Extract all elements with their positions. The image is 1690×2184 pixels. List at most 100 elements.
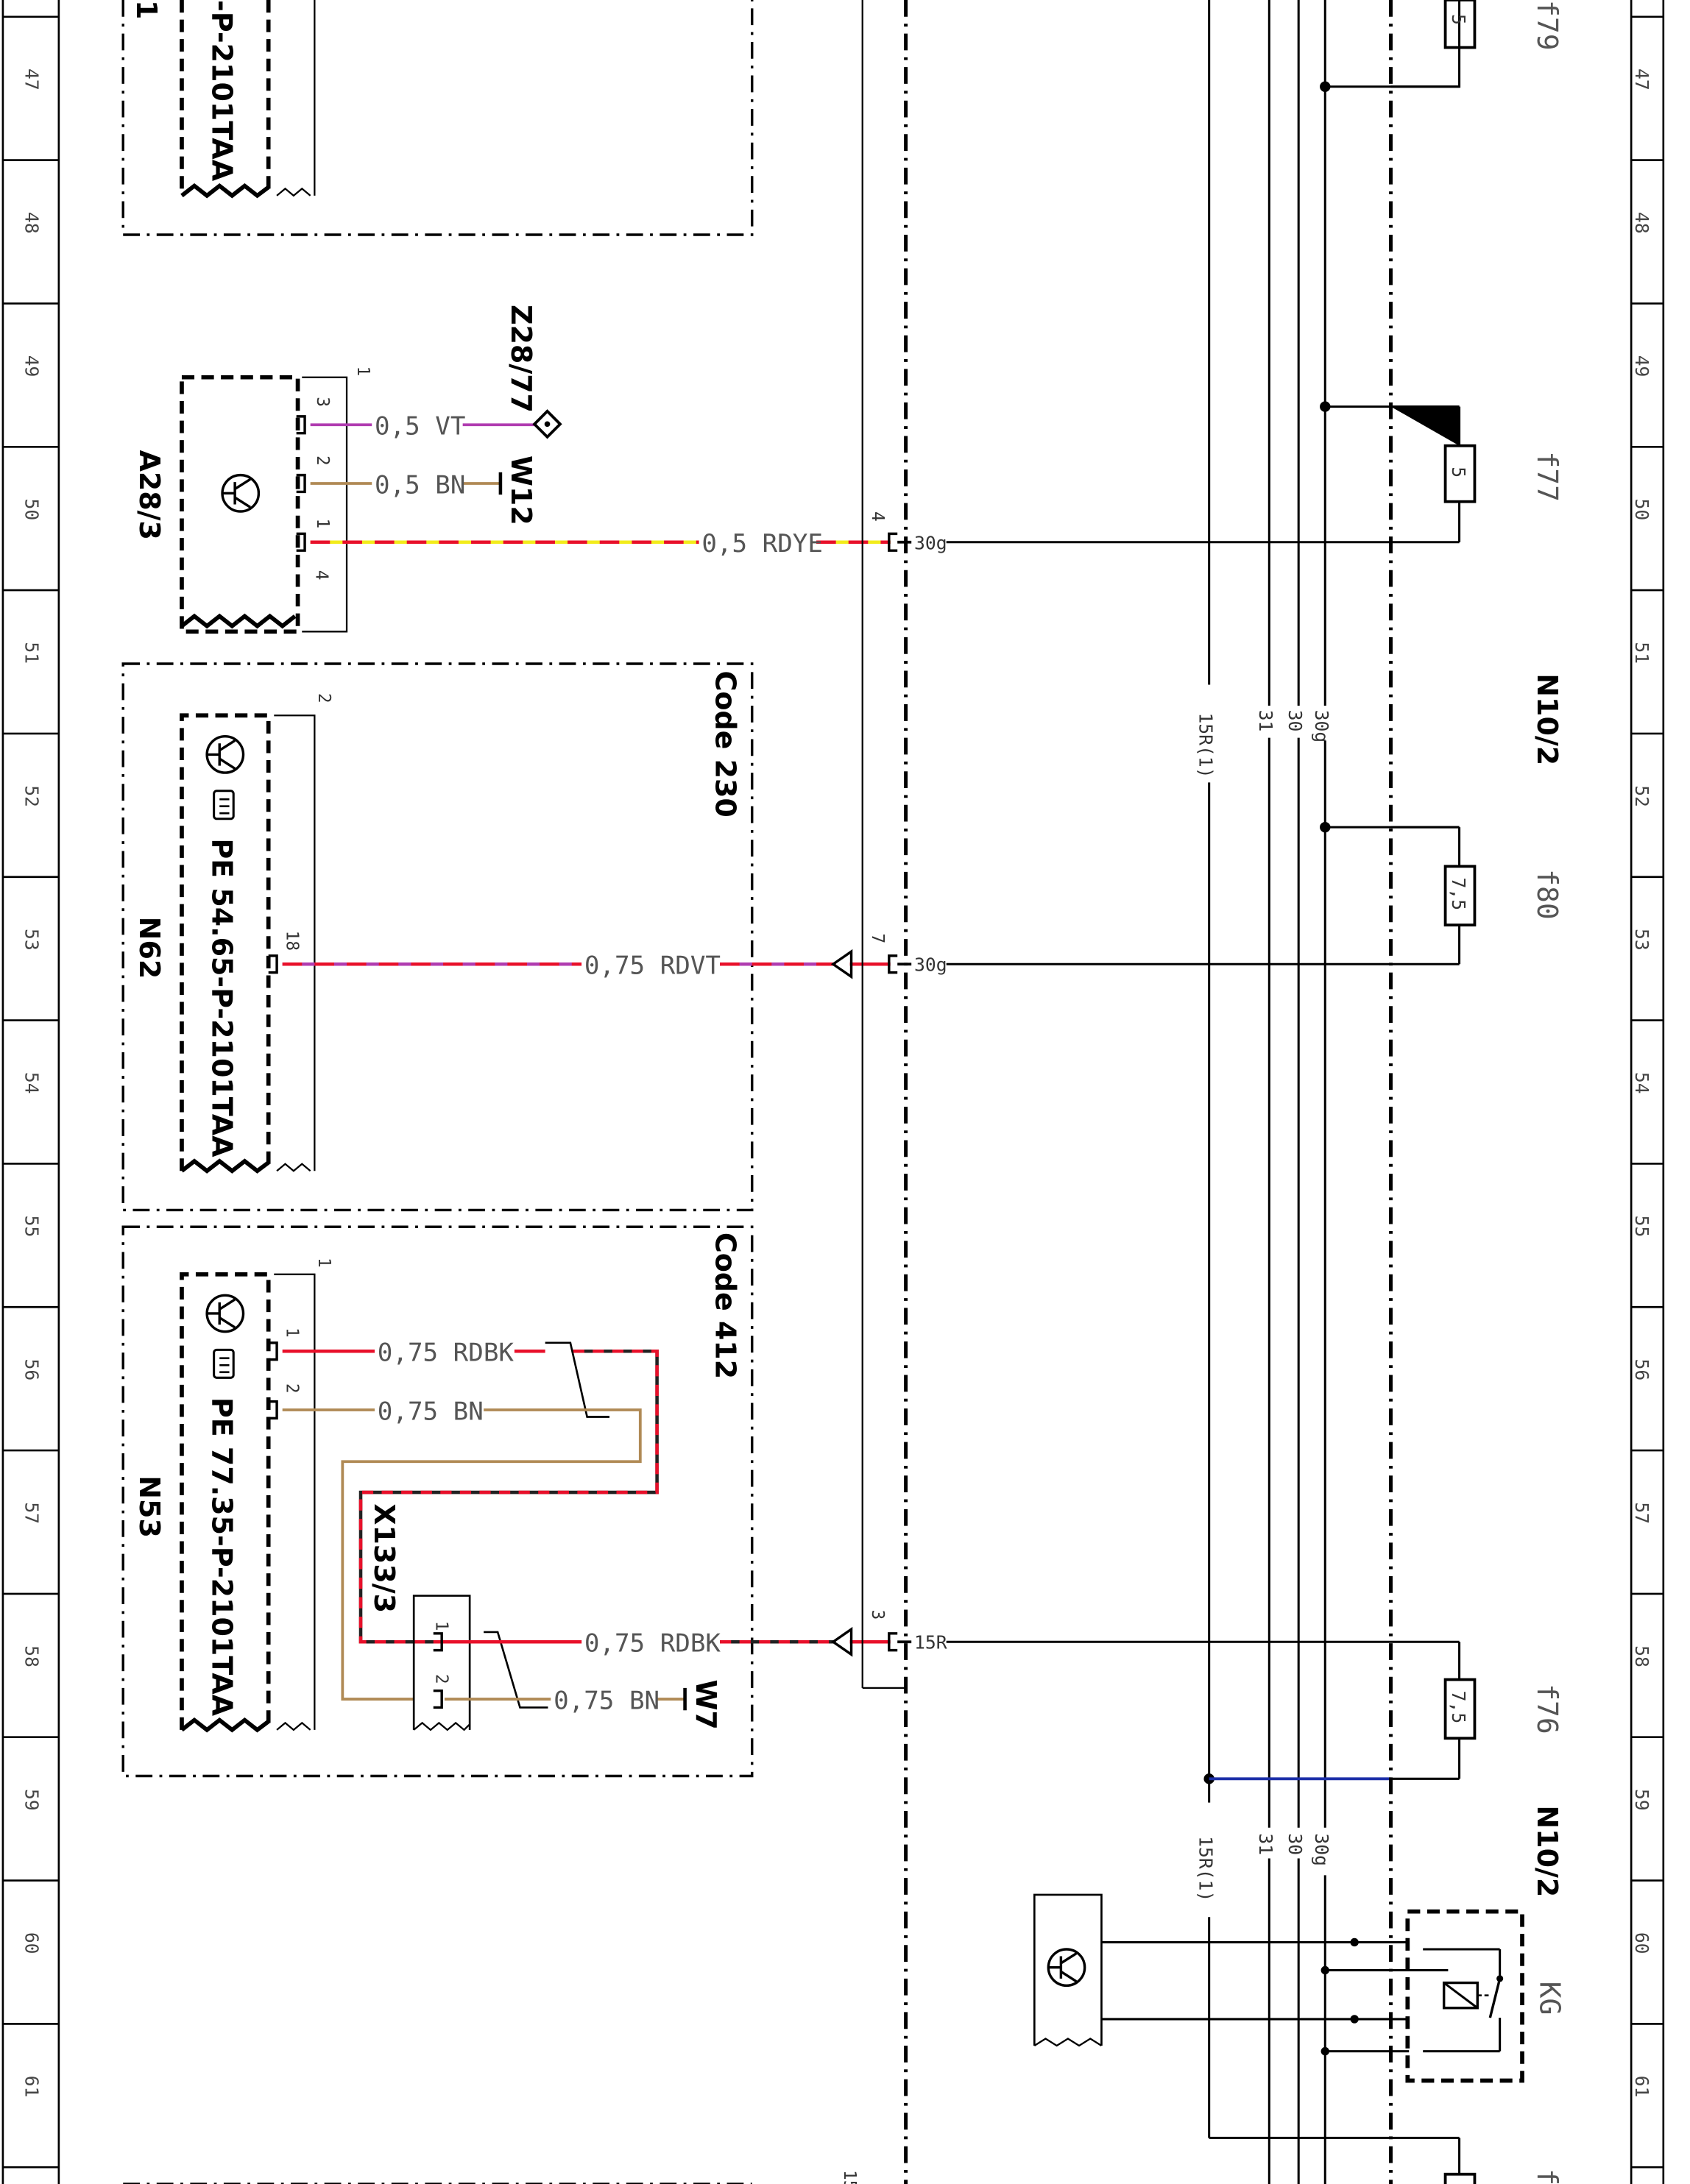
ruler-label-right: 56 [1631,1359,1652,1381]
ruler-label-right: 59 [1631,1789,1652,1811]
transistor-icon [205,735,245,774]
bus-junctions [1203,81,1460,1784]
wire-a28-3-bn[interactable]: 0,5 BN W12 [310,455,537,525]
wire-label-rdye: 0,5 RDYE [701,529,823,559]
ruler-label-left: 59 [21,1789,42,1811]
fuse-f80-rating: 7,5 [1448,878,1469,911]
connector-pin-30g-a[interactable]: 4 30g [868,511,1391,553]
ruler-label-left: 48 [21,212,42,234]
wire-n53-rdbk[interactable]: 0,75 RDBK [282,1339,659,1644]
ruler-ticks [2,15,1664,2169]
a28-3-pin-label-4: 4 [311,570,330,581]
ruler-label-right: 51 [1631,642,1652,664]
ruler-label-left: 47 [21,68,42,91]
wire-label-vt: 0,5 VT [375,412,465,442]
n10-2-name-lower: N10/2 [1531,1805,1563,1897]
wire-label-x133-bn: 0,75 BN [554,1686,660,1715]
relay-name: KG [1534,1982,1566,2015]
left-ruler [1,0,60,2184]
transistor-icon [1047,1948,1086,1988]
x133-3-pin-1: 1 [432,1621,451,1631]
connector-pin-num-3: 3 [868,1610,887,1620]
n62-code-box: Code 230 [121,662,754,1212]
bus-label-30g-lower: 30g [1311,1833,1332,1866]
n10-2-boundary: N10/2 N10/2 [1389,0,1563,2184]
ruler-label-right: 49 [1631,355,1652,377]
z28-77-terminal[interactable]: Z28/77 [505,305,562,439]
n53-code-box: Code 412 [121,1225,754,1778]
top-part-number: -P-2101TAA [206,0,238,182]
n53-part-number: PE 77.35-P-2101TAA [206,1397,238,1717]
n53-pin-1: 1 [282,1327,301,1338]
connector-pin-num-7: 7 [868,933,887,943]
top-module-fragment: -P-2101TAA 1 [121,0,754,236]
n62-name: N62 [133,917,166,979]
wire-x133-bn[interactable]: 0,75 BN W7 [444,1679,722,1730]
n53-lead: 1 [314,1258,333,1268]
n53-module[interactable]: PE 77.35-P-2101TAA N53 1 1 2 [133,1258,333,1733]
relay-driver-module[interactable] [1033,1893,1103,2047]
connector-pin-15r[interactable]: 3 15R [868,1610,1391,1653]
wire-x133-rdbk[interactable]: 0,75 RDBK [444,1626,891,1659]
fuse-f80[interactable]: 7,5 f80 [1390,826,1563,965]
fuse-f79-name: f79 [1531,0,1563,51]
n53-pin-2: 2 [282,1383,301,1394]
ruler-label-right: 53 [1631,929,1652,951]
wire-a28-3-rdye[interactable]: 0,5 RDYE [310,529,891,559]
wire-n62-rdvt[interactable]: 0,75 RDVT [282,949,891,981]
bus-label-31-lower: 31 [1255,1833,1276,1855]
bus-label-15r1: 15R(1) [1195,712,1216,778]
ruler-label-left: 52 [21,785,42,807]
relay-kg[interactable]: KG [1405,1909,1566,2083]
pointing-hand-icon [213,1348,235,1379]
connector-pin-30g-b[interactable]: 7 30g [868,933,1391,976]
ruler-label-right: 57 [1631,1502,1652,1524]
wire-label-x133-rdbk: 0,75 RDBK [584,1629,721,1659]
fuse-f80-name: f80 [1531,869,1563,920]
wire-label-bn: 0,5 BN [375,470,465,500]
bus-labels-lower: 15R(1) 31 30 30g [1195,1833,1332,1901]
ruler-label-right: 58 [1631,1645,1652,1667]
vertical-buses [1208,0,1326,2184]
n10-2-name-upper: N10/2 [1531,673,1563,765]
wire-label-n53-rdbk: 0,75 RDBK [378,1339,515,1368]
n53-code-label: Code 412 [709,1233,741,1379]
ruler-label-left: 60 [21,1932,42,1954]
ruler-label-right: 50 [1631,499,1652,521]
ruler-label-right: 47 [1631,68,1652,91]
fuse-f79[interactable]: 5 f79 [1390,0,1563,88]
ruler-label-left: 50 [21,499,42,521]
fuse-f76-rating: 7,5 [1448,1691,1469,1724]
bottom-fuse-name: f [1531,2169,1563,2184]
n62-module[interactable]: PE 54.65-P-2101TAA N62 2 18 [133,693,333,1174]
a28-3-name: A28/3 [133,450,166,540]
fuse-f77[interactable]: 5 f77 [1390,405,1563,544]
connector-pin-signal-30g-b: 30g [914,954,947,976]
ruler-label-right: 60 [1631,1932,1652,1954]
n62-pin-18: 18 [282,931,301,951]
bus-label-31: 31 [1255,710,1276,732]
pointing-hand-icon [213,790,235,820]
wire-n53-bn[interactable]: 0,75 BN [282,1397,642,1701]
ruler-label-left: 49 [21,355,42,377]
transistor-icon [221,473,261,513]
fuse-f79-rating: 5 [1448,14,1469,25]
ruler-label-right: 55 [1631,1216,1652,1238]
ruler-label-left: 58 [21,1645,42,1667]
wire-a28-3-vt[interactable]: 0,5 VT [310,412,537,442]
transistor-icon [205,1294,245,1333]
x133-3-connector[interactable]: 1 2 X133/3 [368,1503,548,1731]
w7-name: W7 [690,1679,722,1729]
n62-lead: 2 [314,693,333,703]
x133-3-name: X133/3 [368,1503,400,1613]
fuse-f76[interactable]: 7,5 f76 [1390,1640,1563,1780]
wire-label-rdvt: 0,75 RDVT [584,951,721,981]
ruler-label-right: 61 [1631,2076,1652,2098]
a28-3-pin-2: 2 [313,455,332,466]
bottom-fuse-fragment: f [1443,2138,1563,2184]
w12-name: W12 [505,455,537,525]
a28-3-module[interactable]: A28/3 1 4 3 2 1 [133,366,372,634]
ruler-label-left: 51 [21,642,42,664]
